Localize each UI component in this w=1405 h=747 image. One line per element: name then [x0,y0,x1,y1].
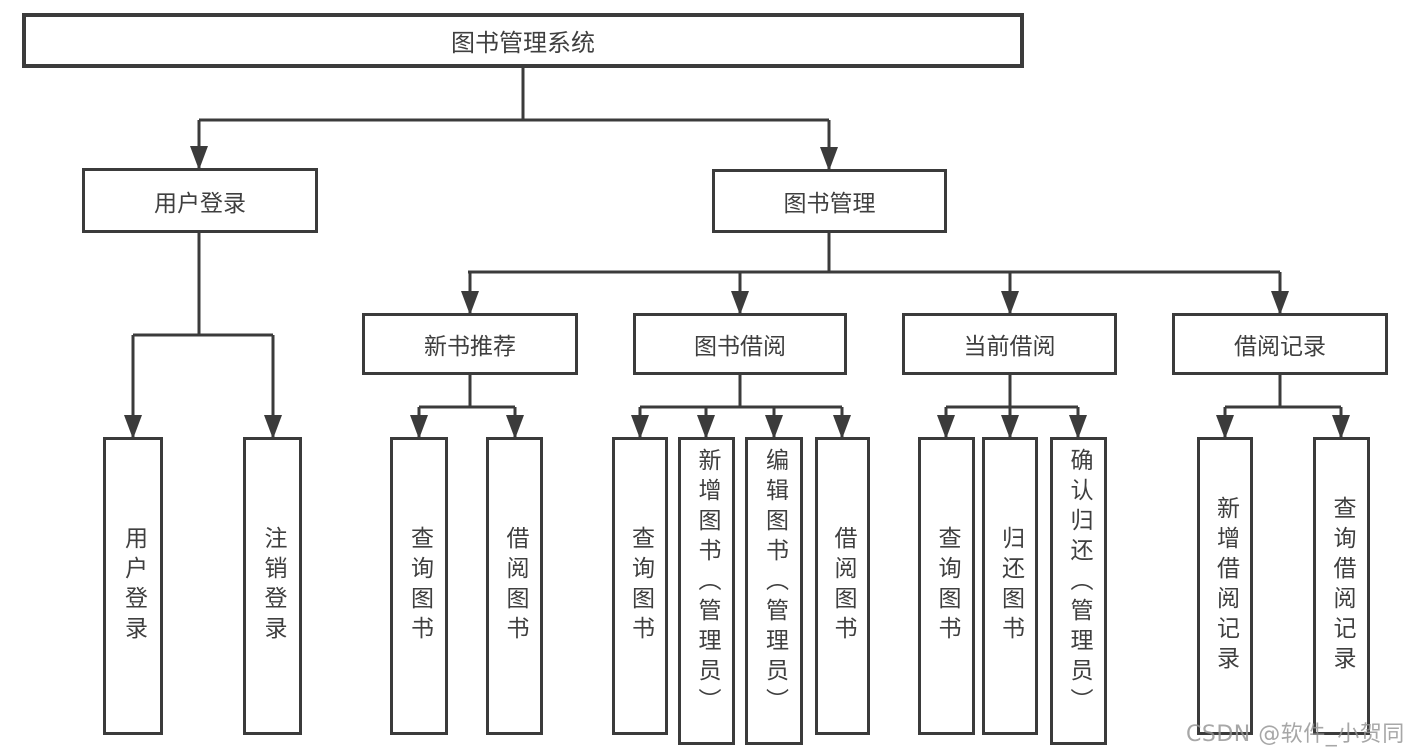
node-label: 借阅记录 [1234,334,1326,360]
node-new-book-recommend: 新书推荐 [362,313,578,375]
leaf-edit-book-admin: 编辑图书（管理员） [745,437,803,745]
leaf-add-borrow-record: 新增借阅记录 [1197,437,1253,735]
leaf-label: 新增图书（管理员） [694,448,720,718]
node-label: 当前借阅 [963,334,1056,360]
leaf-label: 用户登录 [120,526,147,646]
leaf-query-borrow-record: 查询借阅记录 [1313,437,1370,735]
leaf-label: 查询图书 [627,526,654,646]
node-current-borrowing: 当前借阅 [902,313,1117,375]
leaf-query-books-3: 查询图书 [918,437,975,735]
leaf-query-books-2: 查询图书 [612,437,668,735]
node-book-borrowing: 图书借阅 [633,313,847,375]
leaf-label: 借阅图书 [502,526,528,646]
node-library-management-system: 图书管理系统 [22,13,1024,68]
leaf-logout: 注销登录 [243,437,302,735]
leaf-label: 查询图书 [934,526,960,646]
leaf-borrow-books-1: 借阅图书 [486,437,543,735]
csdn-watermark: CSDN @软件_小贺同学 [1186,722,1405,747]
leaf-label: 确认归还（管理员） [1066,448,1092,718]
node-label: 图书借阅 [694,334,786,360]
leaf-confirm-return-admin: 确认归还（管理员） [1050,437,1107,745]
node-book-management: 图书管理 [712,169,947,233]
leaf-borrow-books-2: 借阅图书 [815,437,870,735]
leaf-label: 注销登录 [260,526,286,646]
node-label: 新书推荐 [424,334,516,360]
leaf-user-login: 用户登录 [103,437,163,735]
leaf-label: 查询图书 [406,526,433,646]
leaf-query-books-1: 查询图书 [390,437,448,735]
leaf-label: 查询借阅记录 [1329,496,1355,676]
node-label: 图书管理 [783,191,876,217]
node-borrowing-records: 借阅记录 [1172,313,1388,375]
leaf-label: 借阅图书 [830,526,856,646]
leaf-label: 归还图书 [997,526,1024,646]
node-label: 用户登录 [154,190,246,217]
leaf-add-book-admin: 新增图书（管理员） [678,437,735,745]
node-user-login: 用户登录 [82,168,318,233]
leaf-label: 新增借阅记录 [1212,496,1239,676]
connector-trunks [133,68,1341,409]
node-label: 图书管理系统 [451,29,595,57]
leaf-label: 编辑图书（管理员） [761,448,788,718]
leaf-return-book: 归还图书 [982,437,1038,735]
